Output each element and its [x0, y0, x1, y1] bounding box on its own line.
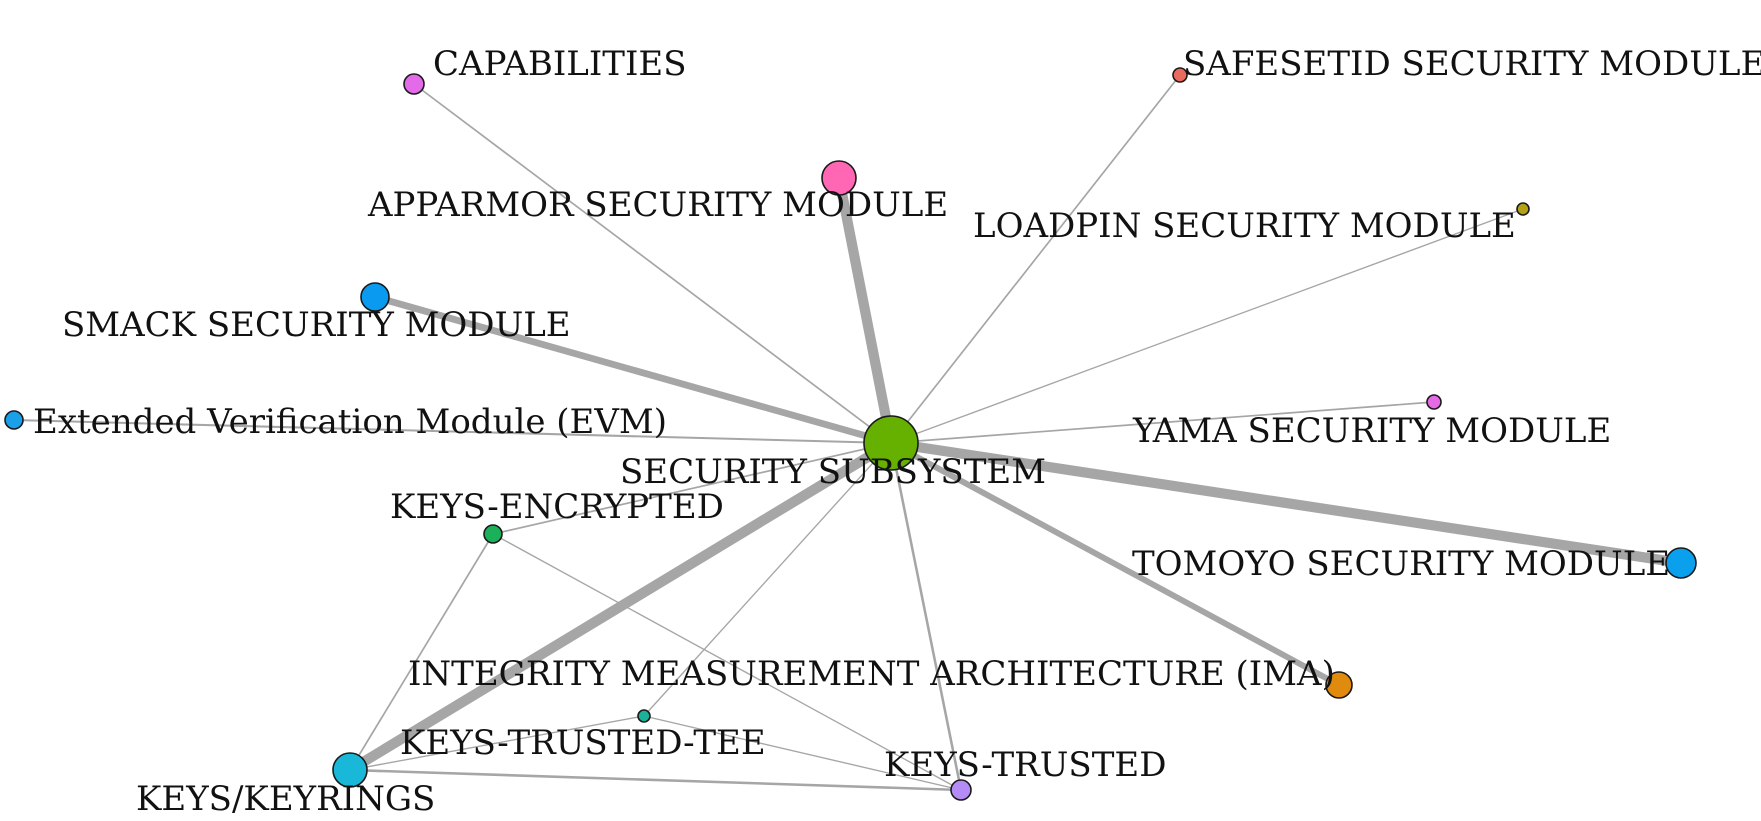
- edge-security-keys_trusted_tee: [643, 442, 892, 717]
- label-ima: INTEGRITY MEASUREMENT ARCHITECTURE (IMA): [408, 654, 1335, 694]
- label-keys-keyrings: KEYS/KEYRINGS: [136, 779, 435, 819]
- node-safesetid[interactable]: [1172, 67, 1188, 83]
- edge-security-apparmor: [833, 172, 897, 449]
- edge-keys_encrypted-keys_keyrings: [349, 533, 494, 771]
- label-capabilities: CAPABILITIES: [433, 44, 687, 84]
- edges-layer: [12, 74, 1687, 792]
- node-capabilities[interactable]: [403, 73, 425, 95]
- edge-security-keys_trusted: [889, 441, 963, 792]
- edge-keys_trusted_tee-keys_keyrings: [349, 715, 645, 771]
- label-keys-trusted-tee: KEYS-TRUSTED-TEE: [400, 723, 766, 763]
- label-tomoyo: TOMOYO SECURITY MODULE: [1132, 544, 1670, 584]
- edge-security-keys_keyrings: [344, 437, 897, 776]
- edge-keys_encrypted-keys_trusted: [492, 533, 962, 791]
- edge-security-keys_encrypted: [492, 442, 892, 535]
- edge-security-tomoyo: [885, 437, 1687, 569]
- edge-security-ima: [888, 440, 1342, 688]
- node-keys-keyrings[interactable]: [332, 752, 368, 788]
- node-ima[interactable]: [1325, 671, 1353, 699]
- node-security[interactable]: [863, 415, 919, 471]
- label-keys-encrypted: KEYS-ENCRYPTED: [390, 487, 724, 527]
- label-safesetid: SAFESETID SECURITY MODULE: [1183, 44, 1761, 84]
- edge-security-smack: [371, 293, 895, 447]
- node-loadpin[interactable]: [1516, 202, 1530, 216]
- edge-security-safesetid: [890, 74, 1181, 444]
- node-tomoyo[interactable]: [1665, 547, 1697, 579]
- edge-security-capabilities: [413, 83, 892, 444]
- label-keys-trusted: KEYS-TRUSTED: [884, 745, 1166, 785]
- label-yama: YAMA SECURITY MODULE: [1132, 411, 1611, 451]
- node-yama[interactable]: [1426, 394, 1442, 410]
- edge-security-evm: [12, 418, 893, 445]
- node-smack[interactable]: [360, 282, 390, 312]
- node-apparmor[interactable]: [821, 160, 857, 196]
- label-loadpin: LOADPIN SECURITY MODULE: [973, 206, 1516, 246]
- node-keys-trusted-tee[interactable]: [637, 709, 651, 723]
- node-keys-trusted[interactable]: [950, 779, 972, 801]
- label-security: SECURITY SUBSYSTEM: [620, 452, 1046, 492]
- edge-security-yama: [890, 401, 1435, 444]
- edge-keys_keyrings-keys_trusted: [348, 768, 963, 792]
- node-evm[interactable]: [4, 410, 24, 430]
- label-smack: SMACK SECURITY MODULE: [62, 305, 571, 345]
- label-apparmor: APPARMOR SECURITY MODULE: [367, 185, 948, 225]
- labels-layer: SECURITY SUBSYSTEM CAPABILITIES SAFESETI…: [33, 44, 1761, 819]
- edge-security-loadpin: [890, 208, 1524, 444]
- node-keys-encrypted[interactable]: [483, 524, 503, 544]
- nodes-layer: [4, 67, 1697, 801]
- edge-keys_trusted_tee-keys_trusted: [643, 715, 962, 791]
- label-evm: Extended Verification Module (EVM): [33, 402, 667, 442]
